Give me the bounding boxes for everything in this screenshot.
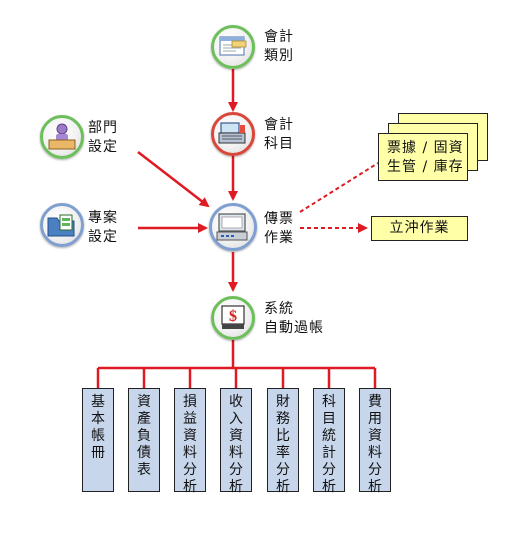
report-subject-statistics-analysis: 科 目 統 計 分 析 (313, 388, 345, 495)
cash-register-icon (211, 112, 255, 156)
arrow-department-to-voucher (137, 151, 210, 208)
node-bill-management: 票據 / 固資 生管 / 庫存 (378, 133, 468, 181)
ledger-icon (211, 25, 255, 69)
folder-icon (40, 203, 84, 247)
report-balance-sheet: 資 產 負 債 表 (128, 388, 160, 492)
dashed-voucher-to-bills (299, 162, 379, 213)
svg-text:$: $ (229, 308, 237, 325)
person-desk-icon (40, 115, 84, 159)
node-department: 部門 設定 (88, 120, 118, 155)
node-voucher: 傳票 作業 (264, 211, 294, 246)
report-expense-analysis: 費 用 資 料 分 析 (359, 388, 391, 495)
computer-icon (209, 203, 257, 251)
node-project: 專案 設定 (88, 210, 118, 245)
report-basic-ledger: 基 本 帳 冊 (82, 388, 114, 492)
report-income-analysis: 收 入 資 料 分 析 (220, 388, 252, 495)
node-auto-post: 系統 自動過帳 (264, 301, 324, 336)
node-account-subject: 會計 科目 (264, 117, 294, 152)
report-profit-loss-analysis: 損 益 資 料 分 析 (174, 388, 206, 495)
node-account-category: 會計 類別 (264, 29, 294, 64)
node-reversal: 立沖作業 (371, 216, 468, 241)
dollar-monitor-icon: $ (211, 296, 255, 340)
report-financial-ratio-analysis: 財 務 比 率 分 析 (267, 388, 299, 495)
